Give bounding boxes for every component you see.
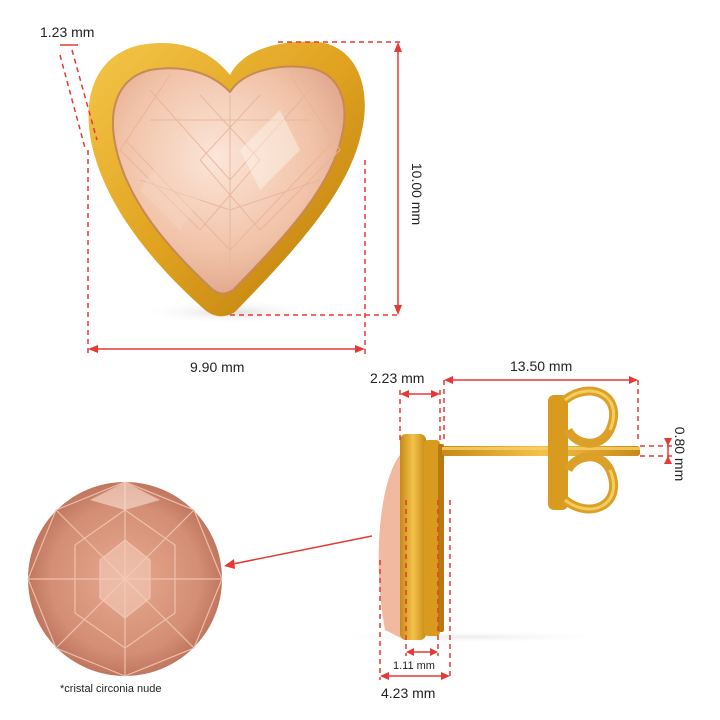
heart-earring-front (88, 41, 365, 324)
post-highlight (442, 447, 640, 450)
label-heart-width: 9.90 mm (190, 359, 245, 375)
label-heart-height: 10.00 mm (409, 162, 425, 226)
heart-highlight-2 (140, 160, 200, 230)
side-stone (378, 452, 405, 640)
earring-side-view (320, 386, 640, 643)
heart-stone (112, 65, 346, 295)
butterfly-clutch (548, 386, 619, 514)
label-total-depth: 4.23 mm (381, 685, 436, 701)
side-bezel-front (400, 434, 426, 640)
heart-facets (119, 74, 341, 285)
stone-note: *cristal circonia nude (60, 683, 162, 695)
side-bezel-back (424, 440, 440, 636)
round-stone-table (100, 540, 150, 618)
dimension-lines (59, 41, 672, 680)
label-stone-depth: 1.11 mm (393, 660, 435, 672)
round-stone-glint (90, 482, 160, 510)
heart-highlight (240, 110, 300, 190)
label-bezel-width: 1.23 mm (40, 24, 95, 40)
label-post-offset: 2.23 mm (370, 370, 425, 386)
label-post-diameter: 0.80 mm (672, 426, 688, 482)
round-stone-detail (27, 481, 223, 677)
dimension-arrowheads (88, 42, 672, 680)
side-shadow (320, 631, 620, 643)
label-post-length: 13.50 mm (510, 358, 573, 374)
side-backplate (438, 444, 444, 632)
